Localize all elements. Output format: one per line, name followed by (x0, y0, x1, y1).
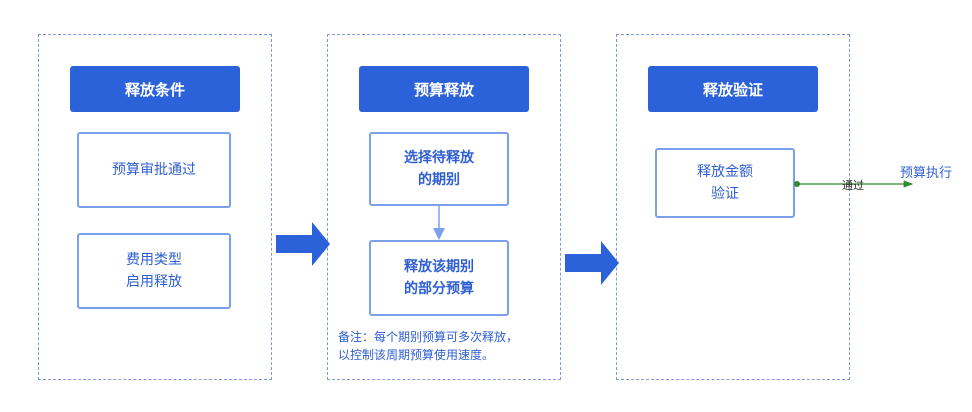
box-line: 释放金额 (697, 164, 753, 180)
target-budget-execution: 预算执行 (900, 166, 953, 181)
panel-release-validation (616, 34, 850, 380)
box-line: 费用类型 (126, 252, 182, 268)
box-line: 的期别 (418, 172, 460, 188)
box-line: 选择待释放 (404, 150, 474, 166)
note-line: 以控制该周期预算使用速度。 (338, 348, 495, 362)
box-line: 的部分预算 (404, 281, 474, 297)
box-budget-approved: 预算审批通过 (77, 132, 231, 208)
note-line: 备注：每个期别预算可多次释放， (338, 330, 519, 344)
edge-label-pass: 通过 (842, 179, 864, 192)
box-line: 验证 (711, 186, 739, 202)
box-amount-validation: 释放金额 验证 (655, 148, 795, 218)
box-expense-type-enabled: 费用类型 启用释放 (77, 233, 231, 309)
panel-budget-release (327, 34, 561, 380)
box-line: 释放该期别 (404, 259, 474, 275)
header-budget-release: 预算释放 (359, 66, 529, 112)
box-release-partial-budget: 释放该期别 的部分预算 (369, 240, 509, 316)
flow-arrow-2 (565, 241, 619, 285)
flow-arrow-1 (276, 222, 330, 266)
box-line: 启用释放 (126, 274, 182, 290)
header-release-validation: 释放验证 (648, 66, 818, 112)
header-release-conditions: 释放条件 (70, 66, 240, 112)
box-line: 预算审批通过 (112, 162, 196, 178)
box-select-period: 选择待释放 的期别 (369, 132, 509, 206)
release-note: 备注：每个期别预算可多次释放， 以控制该周期预算使用速度。 (338, 328, 518, 364)
panel-release-conditions (38, 34, 272, 380)
